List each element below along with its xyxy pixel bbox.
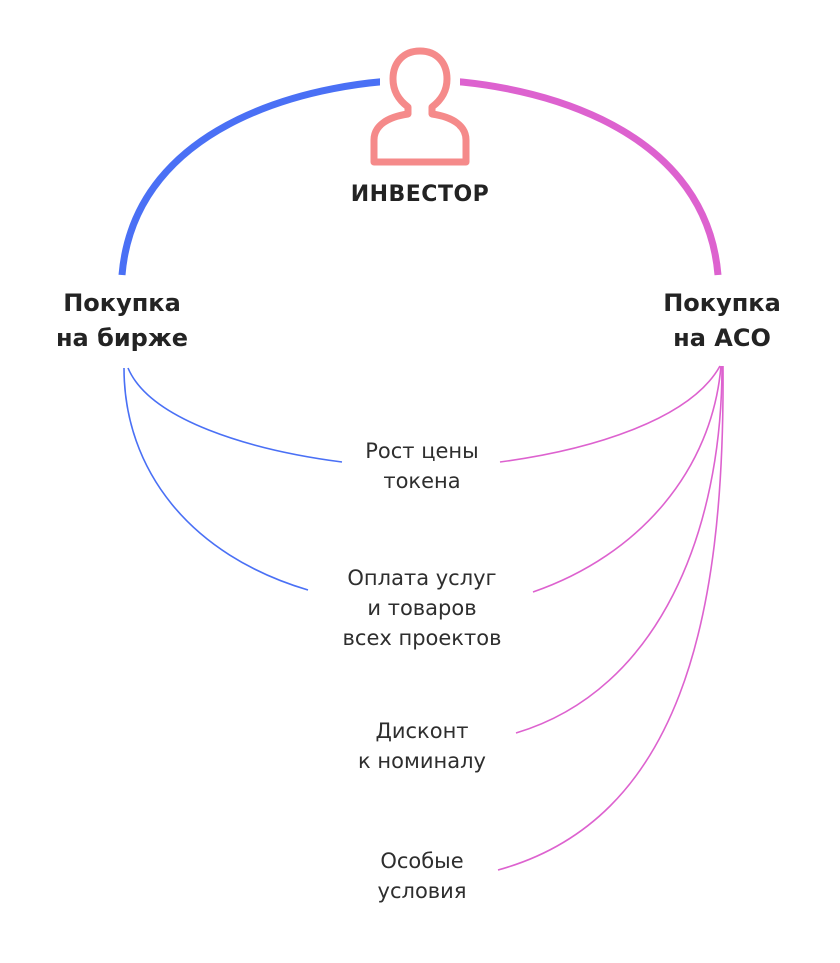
aco-links <box>497 365 724 871</box>
link-aco-payment <box>532 365 722 593</box>
node-aco-purchase: Покупка на АСО <box>663 289 781 352</box>
link-exchange-payment <box>123 367 309 591</box>
node-exchange-purchase: Покупка на бирже <box>55 289 189 352</box>
benefit-discount: Дисконт к номиналу <box>358 719 486 773</box>
benefit-payment: Оплата услуг и товаров всех проектов <box>342 566 502 650</box>
benefit-special-terms: Особые условия <box>377 849 467 903</box>
person-icon <box>370 47 470 166</box>
investor-title: ИНВЕСТОР <box>350 182 490 207</box>
link-aco-discount <box>515 365 723 734</box>
exchange-links <box>123 367 343 591</box>
link-aco-special <box>497 365 724 871</box>
link-exchange-price-growth <box>127 367 343 463</box>
benefit-price-growth: Рост цены токена <box>365 439 479 493</box>
link-aco-price-growth <box>499 365 721 463</box>
